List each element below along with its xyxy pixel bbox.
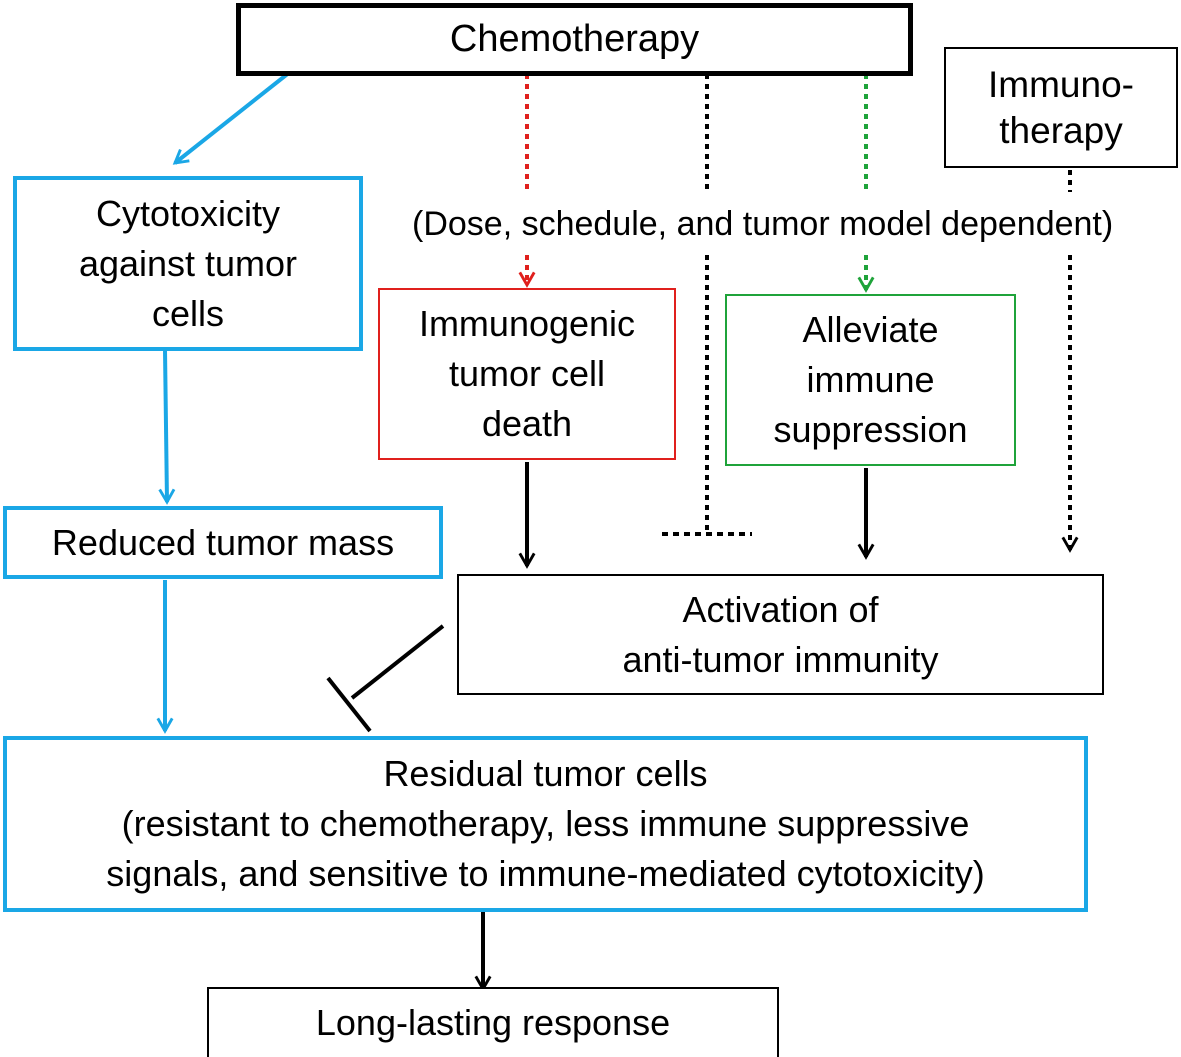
residual-label-line-3: signals, and sensitive to immune-mediate… — [106, 853, 985, 894]
immunogenic-death-label-line-1: Immunogenic — [418, 303, 636, 344]
immunotherapy-label-line-1: Immuno- — [988, 63, 1134, 105]
cytotoxicity-label-line-1: Cytotoxicity — [95, 192, 281, 234]
activation-label-line-2: anti-tumor immunity — [622, 638, 939, 680]
arrow-cytotoxicity-to-reduced-mass — [158, 349, 176, 505]
immunogenic-death-label-line-2: tumor cell — [448, 353, 606, 394]
arrow-chemo-to-cytotoxicity — [172, 70, 292, 165]
long-lasting-node: Long-lasting response — [207, 987, 779, 1057]
cytotoxicity-label-line-2: against tumor — [78, 242, 298, 284]
alleviate-suppression-node: Alleviate immune suppression — [725, 294, 1016, 466]
condition-note: (Dose, schedule, and tumor model depende… — [412, 205, 1114, 243]
inhibition-line-activation-to-residual — [350, 624, 445, 700]
reduced-mass-label: Reduced tumor mass — [51, 521, 395, 563]
cytotoxicity-label-line-3: cells — [151, 292, 225, 334]
immunotherapy-node: Immuno- therapy — [944, 47, 1178, 168]
activation-immunity-node: Activation of anti-tumor immunity — [457, 574, 1104, 695]
alleviate-label-line-1: Alleviate — [802, 309, 939, 350]
immunotherapy-label-line-2: therapy — [999, 109, 1123, 151]
inhibition-bar — [326, 676, 372, 733]
residual-label-line-2: (resistant to chemotherapy, less immune … — [121, 803, 970, 844]
activation-label-line-1: Activation of — [682, 588, 879, 630]
residual-cells-node: Residual tumor cells (resistant to chemo… — [3, 736, 1088, 912]
chemotherapy-node: Chemotherapy — [236, 3, 913, 76]
alleviate-label-line-2: immune — [806, 359, 935, 400]
chemotherapy-label: Chemotherapy — [449, 18, 700, 60]
cytotoxicity-node: Cytotoxicity against tumor cells — [13, 176, 363, 351]
immunogenic-death-node: Immunogenic tumor cell death — [378, 288, 676, 460]
long-lasting-label: Long-lasting response — [315, 1002, 671, 1043]
alleviate-label-line-3: suppression — [773, 409, 968, 450]
immunogenic-death-label-line-3: death — [481, 403, 573, 444]
residual-label-line-1: Residual tumor cells — [383, 753, 708, 794]
reduced-mass-node: Reduced tumor mass — [3, 506, 443, 579]
